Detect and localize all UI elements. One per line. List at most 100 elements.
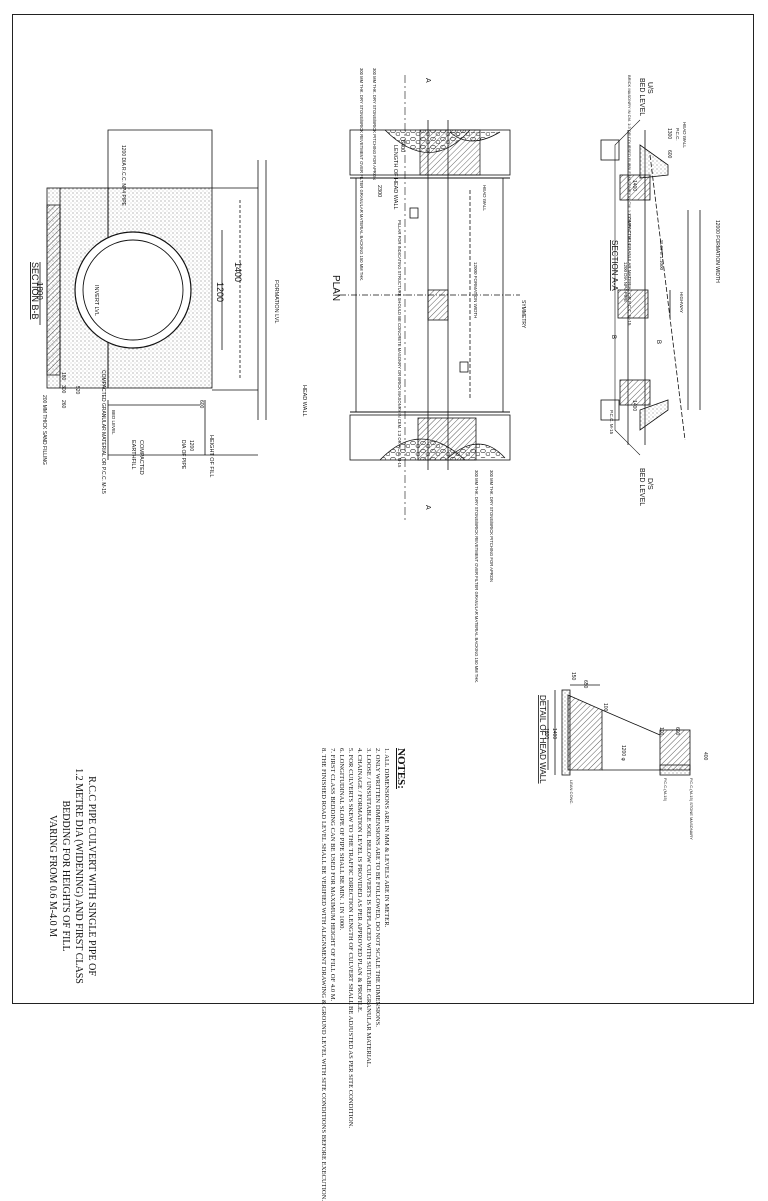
hw-stone-masonry — [659, 729, 691, 771]
plan-revetment-top: 300 MM THK. DRY STONE/BRICK REVETMENT OV… — [359, 68, 364, 281]
plan-formation-width: 12000 FORMATION WIDTH — [473, 262, 478, 318]
aa-upstream-fill — [639, 144, 669, 179]
hw-dim-1600: 1600 — [543, 728, 549, 739]
plan-symmetry: SYMMETRY — [520, 300, 526, 329]
aa-pcc-bottom: P.C.C. M-15 — [609, 410, 614, 435]
aa-compacted-note: COMPACTED GRANULAR MATERIAL OR P.C.C. M-… — [627, 214, 632, 326]
bb-invert-lvl: INVERT LVL — [93, 285, 99, 316]
aa-slope-label: SLOPE 1:1000 — [659, 240, 664, 271]
plan-revetment-bottom: 300 MM THK. DRY STONE/BRICK REVETMENT OV… — [474, 470, 479, 683]
aa-pcc-bottom — [600, 399, 620, 421]
plan-head-wall-len: 6400 — [399, 140, 405, 152]
notes-block: NOTES: 1. ALL DIMENSIONS ARE IN MM & LEV… — [319, 748, 407, 1201]
note-item: 8. THE FINISHED ROAD LEVEL SHALL BE VERI… — [320, 748, 327, 1201]
section-aa-text: SECTION A-A U/S D/S BED LEVEL BED LEVEL … — [609, 75, 720, 506]
bb-compacted: COMPACTED — [138, 440, 144, 475]
drawing-canvas: SECTION B-B FORMATION LVL HEAD WALL INVE… — [30, 68, 720, 840]
note-item: 2. ONLY WRITTEN DIMENSIONS ARE TO BE FOL… — [374, 748, 381, 1027]
plan-title: PLAN — [330, 275, 341, 301]
drawing-sheet: SECTION B-B FORMATION LVL HEAD WALL INVE… — [12, 14, 754, 1201]
aa-dim-600: 600 — [666, 150, 672, 159]
bb-earthfill: EARTHFILL — [130, 440, 136, 470]
title-line-4: VARING FROM 0.6 M-4.0 M — [47, 814, 58, 938]
aa-slope-line — [649, 154, 686, 441]
section-bb — [39, 129, 267, 460]
aa-ds: D/S — [646, 478, 653, 490]
plan-downstream-pitching-right — [447, 443, 506, 459]
hw-pcc-base — [659, 764, 691, 776]
plan-pillar-note: PILLAR FOR INDICATING STRUCTURE SHOULD B… — [397, 220, 402, 468]
aa-center-block — [617, 289, 649, 319]
hw-dim-1200: 1200 φ — [620, 745, 626, 762]
bb-sand-filling — [46, 204, 61, 376]
plan-section-mark-bottom: A — [424, 505, 431, 510]
aa-pipe-label: 1200 DIA NP4 PIPE — [623, 262, 628, 302]
bb-dim-260: 260 — [60, 400, 66, 409]
aa-bed-level-top: BED LEVEL — [638, 78, 645, 116]
hw-lean-conc — [561, 689, 571, 776]
note-item: 1. ALL DIMENSIONS ARE IN MM & LEVELS ARE… — [383, 748, 390, 928]
note-item: 5. FOR CULVERTS SKEW TO THE TRAFFIC DIRE… — [347, 748, 354, 1129]
head-wall-detail — [547, 684, 691, 776]
notes-heading: NOTES: — [395, 748, 407, 789]
hw-dim-100b: 100 — [658, 727, 664, 736]
plan-text: PLAN LENGTH OF HEAD WALL 6400 2300 HEAD … — [330, 68, 526, 683]
plan-head-wall: HEAD WALL — [482, 185, 487, 211]
bb-dim-600: 600 — [198, 400, 204, 409]
hw-dim-100a: 100 — [602, 703, 608, 712]
bb-dim-1200: 1200 — [215, 282, 225, 302]
bb-dim-180: 180 — [60, 372, 66, 381]
plan-pitching-bottom: 300 MM THK. DRY STONE/BRICK PITCHING FOR… — [489, 470, 494, 582]
bb-compacted-note: COMPACTED GRANULAR MATERIAL OR P.C.C. M-… — [100, 370, 106, 494]
hw-title: DETAIL OF HEAD WALL — [538, 695, 547, 784]
bb-pipe-label: 1200 DIA R.C.C. NP4 PIPE — [120, 145, 126, 207]
bb-pipe-inner — [82, 239, 184, 341]
hw-dim-1400: 1400 — [551, 728, 557, 739]
aa-dim-1300: 1300 — [666, 128, 672, 139]
aa-dim-1400-bottom: 1400 — [631, 400, 637, 411]
aa-mark-b-left: B — [610, 335, 616, 339]
note-item: 3. LOOSE / UNSUITABLE SOIL BELOW CULVERT… — [365, 748, 372, 1068]
hw-dim-400: 400 — [702, 752, 708, 761]
title-line-1: R.C.C PIPE CULVERT WITH SINGLE PIPE OF — [86, 776, 97, 976]
hw-lean-conc-label: LEAN CONC. — [569, 780, 574, 804]
bb-title: SECTION B-B — [30, 262, 40, 320]
plan-section-mark-top: A — [424, 78, 431, 83]
plan-upstream-pitching-right — [449, 131, 501, 142]
aa-brick-note: BRICK MASONRY IN CM. 1:3 OR COURSED RUBB… — [627, 75, 632, 246]
plan-pitching-top: 300 MM THK. DRY STONE/BRICK PITCHING FOR… — [372, 68, 377, 180]
bb-top-outline — [107, 129, 213, 188]
aa-mark-b-right: B — [655, 340, 661, 344]
aa-formation-width: 12000 FORMATION WIDTH — [714, 220, 720, 283]
title-line-2: 1.2 METRE DIA (WIDENING) AND FIRST CLASS — [73, 768, 84, 984]
hw-wall-body — [567, 694, 603, 771]
aa-upstream-headwall — [619, 174, 651, 201]
aa-head-wall: HEAD WALL — [682, 122, 687, 148]
aa-highway: HIGHWAY — [679, 292, 684, 313]
hw-dim-600: 600 — [674, 727, 680, 736]
plan-length-head-wall: LENGTH OF HEAD WALL — [392, 145, 398, 210]
note-item: 7. FIRST CLASS BEDDING CAN BE USED FOR M… — [329, 748, 336, 1002]
aa-downstream-headwall — [619, 379, 651, 406]
plan-view — [340, 75, 520, 520]
bb-dim-1200-bottom: 1200 — [188, 440, 194, 451]
aa-dim-1400-top: 1400 — [631, 180, 637, 191]
section-aa — [600, 119, 701, 456]
hw-slope-top — [601, 709, 661, 736]
bb-dim-520: 520 — [74, 386, 80, 395]
plan-pillar-2 — [459, 361, 469, 373]
bb-dim-1400: 1400 — [233, 262, 243, 282]
hw-stone-label: P.C.C.(M-15) STONE MASONARY — [689, 778, 694, 840]
bb-dim-1800: 1800 — [35, 282, 44, 300]
plan-center-block — [427, 289, 449, 321]
bb-dia-of-pipe: DIA OF PIPE — [180, 440, 186, 470]
bb-dim-300: 300 — [60, 385, 66, 394]
aa-title: SECTION A-A — [610, 240, 619, 291]
bb-head-wall: HEAD WALL — [301, 385, 307, 417]
aa-pcc-top — [600, 139, 620, 161]
aa-downstream-fill — [639, 399, 669, 431]
aa-bed-level-bottom: BED LEVEL — [638, 468, 645, 506]
section-bb-text: SECTION B-B FORMATION LVL HEAD WALL INVE… — [30, 145, 307, 494]
aa-side-slope — [614, 119, 641, 456]
title-line-3: BEDDING FOR HEIGHTS OF FILL — [60, 800, 71, 952]
